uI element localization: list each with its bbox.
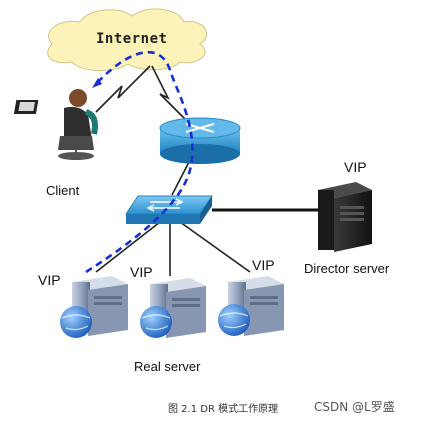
director-server-icon [318,182,372,252]
response-flow-path [85,51,194,274]
director-vip-label: VIP [344,159,367,175]
real-server-1-icon [60,276,128,338]
csdn-watermark: CSDN @L罗盛 [314,400,395,414]
switch-real3-link [179,221,251,273]
switch-real1-link [95,221,161,273]
wan-link-router [151,65,187,121]
wan-link-client [95,65,151,113]
internet-label: Internet [96,31,168,47]
real-server-3-vip-label: VIP [252,257,275,273]
director-server-label: Director server [304,261,390,276]
real-server-label: Real server [134,359,201,374]
real-server-2-icon [140,278,206,338]
switch-icon [125,195,213,224]
real-server-2-vip-label: VIP [130,264,153,280]
router-icon [159,117,241,164]
client-person-icon [13,89,98,160]
figure-caption: 图 2.1 DR 模式工作原理 [168,404,279,415]
client-label: Client [46,183,80,198]
router-switch-link [171,159,191,196]
internet-cloud [47,8,207,71]
real-server-1-vip-label: VIP [38,272,61,288]
real-server-3-icon [218,276,284,336]
response-flow-arrowhead [92,78,102,88]
